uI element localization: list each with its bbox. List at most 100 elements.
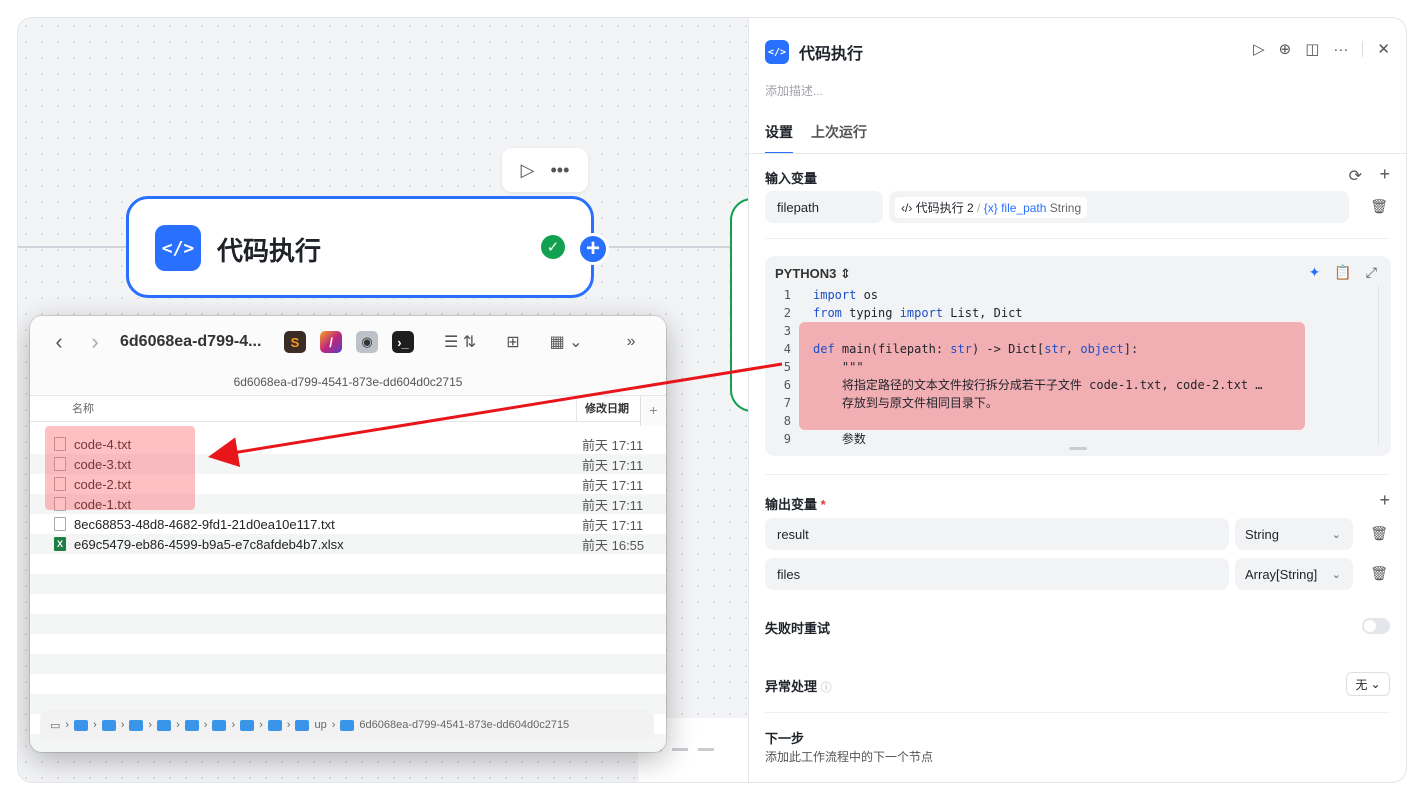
folder-icon[interactable]: [340, 719, 355, 731]
clipboard-icon[interactable]: 📋: [1334, 264, 1352, 280]
back-icon[interactable]: ‹: [55, 329, 63, 354]
run-icon[interactable]: ▷: [1253, 41, 1265, 58]
ai-sparkle-icon[interactable]: ✦: [1308, 264, 1321, 280]
empty-row: [30, 694, 666, 714]
txt-file-icon: [54, 497, 66, 511]
folder-icon[interactable]: [240, 719, 255, 731]
highlight-box: [45, 426, 195, 510]
trash-icon[interactable]: 🗑: [1370, 198, 1388, 214]
close-icon[interactable]: ✕: [1377, 41, 1390, 58]
output-var-name[interactable]: result: [765, 518, 1229, 550]
next-step-desc: 添加此工作流程中的下一个节点: [765, 750, 934, 764]
folder-icon[interactable]: [74, 719, 89, 731]
folder-icon[interactable]: [129, 719, 144, 731]
code-tools: ✦ 📋 ⤢: [1309, 264, 1377, 281]
check-icon: ✓: [541, 235, 565, 259]
col-name[interactable]: 名称: [72, 403, 94, 415]
robot-icon[interactable]: ◉: [356, 331, 378, 353]
path-current[interactable]: 6d6068ea-d799-4541-873e-dd604d0c2715: [359, 719, 570, 731]
code-scrollbar[interactable]: [1378, 286, 1379, 446]
folder-icon[interactable]: [267, 719, 282, 731]
app-icon[interactable]: /: [320, 331, 342, 353]
add-icon[interactable]: +: [1379, 490, 1390, 510]
empty-row: [30, 614, 666, 634]
output-var-type[interactable]: String⌄: [1235, 518, 1353, 550]
trash-icon[interactable]: 🗑: [1370, 525, 1388, 541]
terminal-icon[interactable]: ›_: [392, 331, 414, 353]
highlight-box: [799, 322, 1305, 430]
language-select[interactable]: PYTHON3 ⇕: [775, 266, 851, 281]
locate-icon[interactable]: ⊕: [1278, 41, 1292, 58]
workflow-canvas[interactable]: ▷ ••• </> 代码执行 ✓ + ‹ › 6d6068ea-d799-4..…: [18, 18, 770, 782]
split-view-icon[interactable]: ◫: [1305, 41, 1320, 58]
empty-row: [30, 594, 666, 614]
column-header: 名称 修改日期: [30, 396, 666, 422]
input-var-name[interactable]: filepath: [765, 191, 883, 223]
finder-toolbar: ‹ › 6d6068ea-d799-4... S / ◉ ›_ ☰ ⇅ ⊞ ▦ …: [30, 316, 666, 368]
next-step-title: 下一步: [765, 731, 805, 746]
txt-file-icon: [54, 437, 66, 451]
list-view-icon[interactable]: ☰ ⇅: [444, 334, 477, 351]
edge-in: [18, 246, 128, 248]
add-node-icon[interactable]: +: [577, 233, 609, 265]
output-var-name[interactable]: files: [765, 558, 1229, 590]
folder-icon[interactable]: [101, 719, 116, 731]
more-icon[interactable]: •••: [550, 159, 570, 180]
refresh-icon[interactable]: ⟳: [1348, 168, 1362, 185]
tab-settings[interactable]: 设置: [765, 122, 793, 154]
empty-row: [30, 574, 666, 594]
tab-last-run[interactable]: 上次运行: [811, 124, 867, 140]
input-var-ref[interactable]: ‹/› 代码执行 2 / {x} file_path String: [889, 191, 1349, 223]
folder-icon[interactable]: [295, 719, 310, 731]
txt-file-icon: [54, 457, 66, 471]
chevron-down-icon: ⌄: [1331, 568, 1341, 581]
retry-toggle[interactable]: [1362, 618, 1390, 634]
code-exec-node[interactable]: </> 代码执行 ✓ +: [126, 196, 609, 298]
file-row[interactable]: 8ec68853-48d8-4682-9fd1-21d0ea10e117.txt…: [30, 514, 666, 534]
code-icon: ‹/›: [901, 200, 913, 215]
new-folder-icon[interactable]: ⊞: [506, 334, 520, 351]
empty-row: [30, 674, 666, 694]
info-icon: ⓘ: [820, 682, 832, 694]
empty-row: [30, 634, 666, 654]
folder-icon[interactable]: [157, 719, 172, 731]
retry-label: 失败时重试: [765, 621, 831, 636]
trash-icon[interactable]: 🗑: [1370, 565, 1388, 581]
disk-icon[interactable]: ▭: [50, 719, 61, 732]
folder-icon[interactable]: [184, 719, 199, 731]
code-line: 6 将指定路径的文本文件按行拆分成若干子文件 code-1.txt, code-…: [783, 378, 1263, 392]
more-icon[interactable]: ···: [1333, 40, 1349, 58]
code-line: 9 参数: [783, 432, 866, 446]
resize-handle[interactable]: [1069, 447, 1087, 450]
finder-window: ‹ › 6d6068ea-d799-4... S / ◉ ›_ ☰ ⇅ ⊞ ▦ …: [30, 316, 666, 752]
chevron-down-icon: ⌄: [1331, 528, 1341, 541]
error-handling-select[interactable]: 无⌄: [1346, 672, 1390, 696]
folder-icon[interactable]: [212, 719, 227, 731]
code-line: 3: [783, 324, 791, 338]
empty-row: [30, 654, 666, 674]
chevron-down-icon: ⌄: [1370, 677, 1381, 691]
input-vars-title: 输入变量: [765, 171, 818, 186]
expand-icon[interactable]: »: [626, 333, 636, 350]
edge-out: [606, 246, 732, 248]
output-var-type[interactable]: Array[String]⌄: [1235, 558, 1353, 590]
fullscreen-icon[interactable]: ⤢: [1365, 264, 1377, 280]
scroll-add-icon[interactable]: +: [640, 396, 666, 426]
path-up[interactable]: up: [314, 719, 327, 731]
error-handling-label: 异常处理 ⓘ: [765, 679, 832, 694]
settings-panel: </> 代码执行 ▷ ⊕ ◫ ··· ✕ 添加描述... 设置 上次运行 输入变…: [748, 18, 1406, 782]
play-icon[interactable]: ▷: [520, 159, 535, 180]
sublime-icon[interactable]: S: [284, 331, 306, 353]
panel-title[interactable]: 代码执行: [799, 46, 864, 63]
group-icon[interactable]: ▦ ⌄: [549, 334, 583, 351]
add-icon[interactable]: +: [1379, 164, 1390, 184]
description-input[interactable]: 添加描述...: [765, 84, 824, 98]
forward-icon[interactable]: ›: [91, 329, 99, 354]
